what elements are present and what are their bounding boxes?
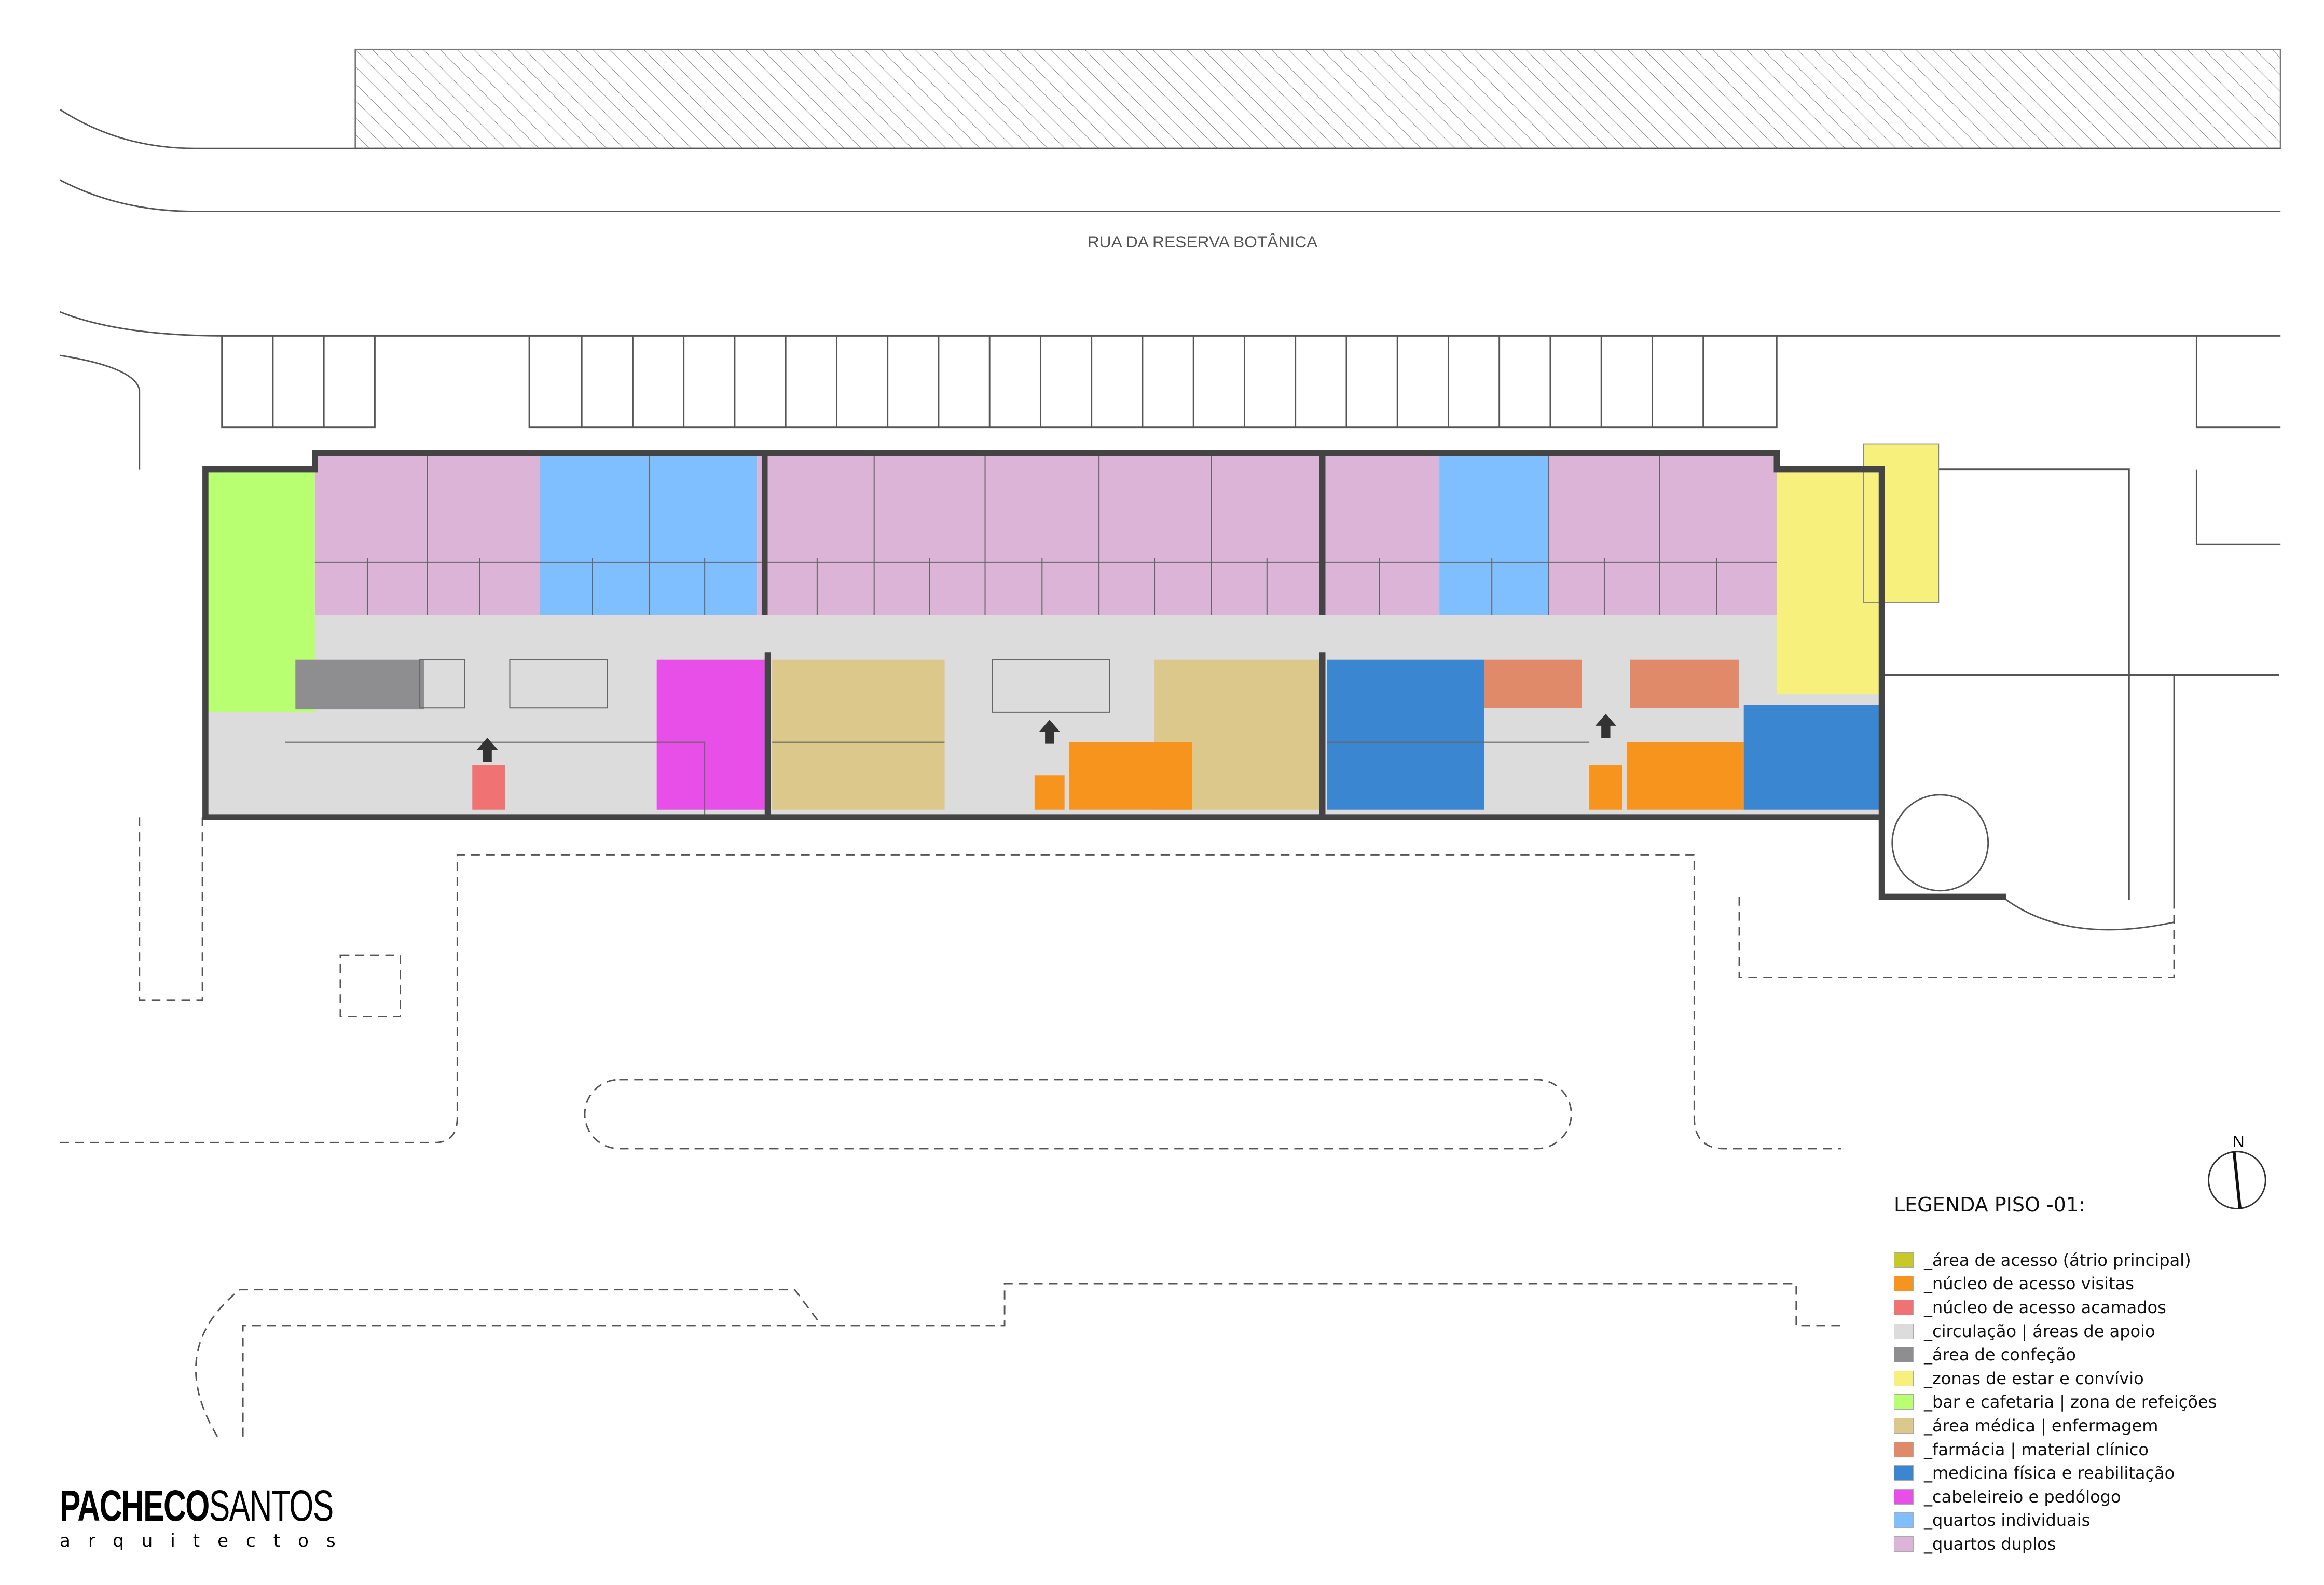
- legend-item: _núcleo de acesso acamados: [1894, 1295, 2217, 1319]
- rehabilitation-area: [1327, 659, 1484, 810]
- legend-swatch: [1894, 1488, 1914, 1505]
- legend-item: _área de confeção: [1894, 1343, 2217, 1367]
- legend-swatch: [1894, 1276, 1914, 1292]
- pharmacy-area: [1484, 659, 1582, 708]
- building: [205, 443, 1940, 818]
- hatched-building: [354, 48, 2281, 149]
- legend-item: _bar e cafetaria | zona de refeições: [1894, 1390, 2217, 1414]
- legend-label: _medicina física e reabilitação: [1924, 1463, 2175, 1483]
- legend-title: LEGENDA PISO -01:: [1894, 1193, 2085, 1216]
- legend-swatch: [1894, 1347, 1914, 1363]
- legend-label: _quartos duplos: [1924, 1534, 2056, 1554]
- legend-item: _quartos individuais: [1894, 1509, 2217, 1533]
- medical-area: [772, 659, 945, 810]
- legend-swatch: [1894, 1394, 1914, 1410]
- legend-label: _quartos individuais: [1924, 1510, 2091, 1531]
- legend-label: _núcleo de acesso visitas: [1924, 1274, 2134, 1294]
- visitor-core: [1627, 742, 1744, 810]
- legend-label: _núcleo de acesso acamados: [1924, 1297, 2166, 1317]
- logo-subtitle: arquitectos: [60, 1531, 353, 1551]
- legend-item: _cabeleireio e pedólogo: [1894, 1485, 2217, 1509]
- north-arrow-icon: N: [2208, 1132, 2266, 1209]
- legend-item: _zonas de estar e convívio: [1894, 1367, 2217, 1390]
- up-arrow-icon: [476, 738, 498, 762]
- logo-light: SANTOS: [209, 1481, 334, 1530]
- legend-item: _quartos duplos: [1894, 1532, 2217, 1556]
- legend-swatch: [1894, 1370, 1914, 1386]
- logo-bold: PACHECO: [60, 1481, 210, 1530]
- legend-label: _cabeleireio e pedólogo: [1924, 1486, 2121, 1507]
- north-label: N: [2233, 1132, 2245, 1151]
- visitor-core: [1069, 742, 1192, 810]
- parking-stalls: [272, 336, 1704, 428]
- site-context: [59, 48, 2281, 1437]
- legend-item: _área de acesso (átrio principal): [1894, 1248, 2217, 1272]
- legend-swatch: [1894, 1536, 1914, 1552]
- legend-item: _medicina física e reabilitação: [1894, 1461, 2217, 1485]
- legend: LEGENDA PISO -01: _área de acesso (átrio…: [1894, 1193, 2217, 1556]
- legend-item: _farmácia | material clínico: [1894, 1438, 2217, 1462]
- legend-label: _área médica | enfermagem: [1924, 1415, 2158, 1436]
- hairdresser-area: [656, 659, 768, 810]
- legend-item: _circulação | áreas de apoio: [1894, 1319, 2217, 1343]
- dashed-outlines: [60, 817, 2175, 1437]
- legend-label: _área de acesso (átrio principal): [1924, 1250, 2191, 1270]
- kitchen-area: [295, 659, 424, 710]
- legend-swatch: [1894, 1252, 1914, 1268]
- single-rooms: [1439, 452, 1549, 615]
- double-rooms: [757, 452, 1440, 615]
- bedridden-core: [472, 765, 505, 810]
- double-rooms: [1549, 452, 1777, 615]
- legend-label: _bar e cafetaria | zona de refeições: [1924, 1392, 2217, 1412]
- legend-item: _núcleo de acesso visitas: [1894, 1272, 2217, 1296]
- legend-swatch: [1894, 1323, 1914, 1339]
- legend-label: _zonas de estar e convívio: [1924, 1368, 2144, 1388]
- legend-swatch: [1894, 1299, 1914, 1315]
- legend-swatch: [1894, 1512, 1914, 1528]
- pharmacy-area: [1630, 659, 1740, 708]
- exterior-walls: [202, 450, 2006, 900]
- interior-walls: [285, 452, 1777, 818]
- legend-swatch: [1894, 1417, 1914, 1434]
- rehabilitation-area: [1743, 705, 1882, 810]
- legend-label: _área de confeção: [1924, 1345, 2076, 1365]
- visitor-lift: [1034, 775, 1065, 810]
- legend-swatch: [1894, 1465, 1914, 1481]
- visitor-lift: [1589, 765, 1622, 810]
- legend-label: _circulação | áreas de apoio: [1924, 1321, 2155, 1341]
- legend-item: _área médica | enfermagem: [1894, 1414, 2217, 1438]
- single-rooms: [540, 452, 758, 615]
- legend-swatch: [1894, 1441, 1914, 1457]
- street-label: RUA DA RESERVA BOTÂNICA: [1088, 232, 1318, 251]
- architect-logo: PACHECOSANTOS arquitectos: [60, 1484, 439, 1551]
- legend-label: _farmácia | material clínico: [1924, 1439, 2149, 1459]
- up-arrow-icon: [1039, 720, 1061, 744]
